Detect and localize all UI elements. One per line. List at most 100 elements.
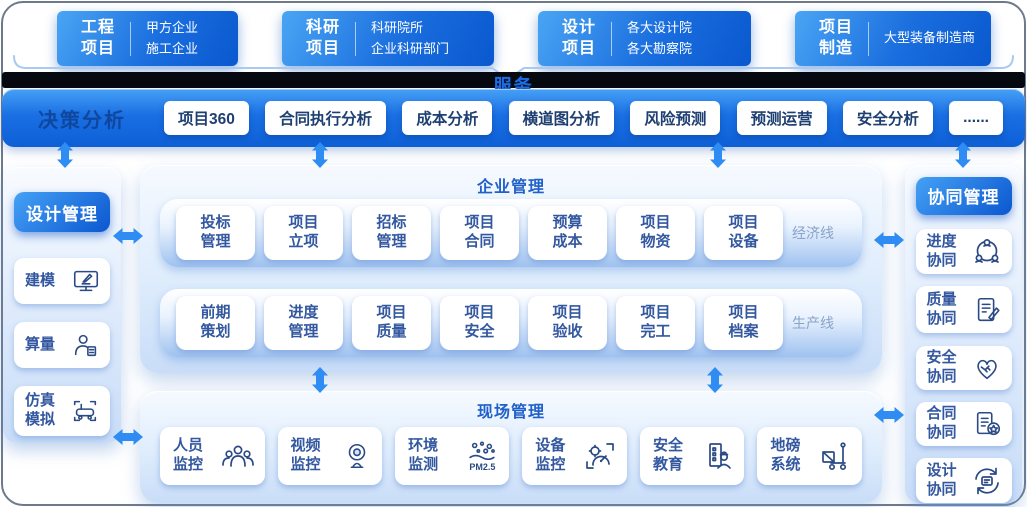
source-label: 项目制造 xyxy=(819,18,854,57)
divider xyxy=(868,21,870,56)
arrow-up-down-icon xyxy=(56,142,74,168)
arrow-up-down-icon xyxy=(311,367,329,393)
item-label: 进度协同 xyxy=(926,232,957,269)
decision-button-forecast-ops[interactable]: 预测运营 xyxy=(736,101,827,135)
decision-button-more[interactable]: ...... xyxy=(949,101,1003,135)
economic-line-row: 投标管理 项目立项 招标管理 项目合同 预算成本 项目物资 项目设备 经济线 xyxy=(160,199,862,267)
source-box-engineering[interactable]: 工程项目 甲方企业施工企业 xyxy=(57,11,238,66)
divider xyxy=(355,21,357,56)
decision-bar-title: 决策分析 xyxy=(38,109,126,132)
pm25-icon: PM2.5 xyxy=(465,440,499,472)
site-card-weighbridge[interactable]: 地磅系统 xyxy=(757,427,863,485)
source-box-manufacturing[interactable]: 项目制造 大型装备制造商 xyxy=(795,11,991,66)
module-project-initiation[interactable]: 项目立项 xyxy=(264,206,343,260)
source-box-design[interactable]: 设计项目 各大设计院各大勘察院 xyxy=(538,11,751,66)
collaboration-sidebar: 协同管理 进度协同 质量协同 安全协同 合同协同 设计协同 xyxy=(905,165,1022,503)
sidebar-item-quantity[interactable]: 算量 xyxy=(14,322,110,368)
collaboration-header[interactable]: 协同管理 xyxy=(915,177,1012,215)
module-completion[interactable]: 项目完工 xyxy=(616,296,695,350)
production-line-row: 前期策划 进度管理 项目质量 项目安全 项目验收 项目完工 项目档案 生产线 xyxy=(160,289,862,357)
module-budget-cost[interactable]: 预算成本 xyxy=(528,206,607,260)
sidebar-item-quality-collab[interactable]: 质量协同 xyxy=(915,286,1012,334)
module-archives[interactable]: 项目档案 xyxy=(704,296,783,350)
arrow-left-right-icon xyxy=(874,231,904,249)
module-quality[interactable]: 项目质量 xyxy=(352,296,431,350)
webcam-icon xyxy=(342,440,372,472)
source-label: 设计项目 xyxy=(562,18,597,57)
card-label: 人员监控 xyxy=(173,437,204,473)
arrow-left-right-icon xyxy=(113,227,143,245)
safety-education-icon xyxy=(702,440,734,472)
vr-icon xyxy=(69,396,101,426)
module-schedule[interactable]: 进度管理 xyxy=(264,296,343,350)
source-label: 工程项目 xyxy=(81,18,116,57)
monitor-pencil-icon xyxy=(71,266,101,296)
source-desc: 科研院所企业科研部门 xyxy=(371,20,450,56)
source-desc: 各大设计院各大勘察院 xyxy=(627,20,693,56)
decision-button-gantt[interactable]: 横道图分析 xyxy=(508,101,615,135)
gauge-icon xyxy=(583,440,617,472)
person-doc-icon xyxy=(71,330,101,360)
sidebar-item-contract-collab[interactable]: 合同协同 xyxy=(915,401,1012,447)
sidebar-item-schedule-collab[interactable]: 进度协同 xyxy=(915,228,1012,275)
decision-button-risk[interactable]: 风险预测 xyxy=(630,101,721,135)
module-contract[interactable]: 项目合同 xyxy=(440,206,519,260)
module-materials[interactable]: 项目物资 xyxy=(616,206,695,260)
arrow-left-right-icon xyxy=(113,428,143,446)
schedule-collab-icon xyxy=(971,236,1003,268)
module-safety[interactable]: 项目安全 xyxy=(440,296,519,350)
divider xyxy=(130,21,132,56)
people-icon xyxy=(221,440,255,472)
module-equipment[interactable]: 项目设备 xyxy=(704,206,783,260)
decision-button-contract-exec[interactable]: 合同执行分析 xyxy=(265,101,387,135)
module-acceptance[interactable]: 项目验收 xyxy=(528,296,607,350)
source-desc: 甲方企业施工企业 xyxy=(146,20,199,56)
sidebar-item-modeling[interactable]: 建模 xyxy=(14,258,110,304)
sidebar-item-safety-collab[interactable]: 安全协同 xyxy=(915,346,1012,390)
sidebar-item-simulation[interactable]: 仿真模拟 xyxy=(14,386,110,436)
arrow-up-down-icon xyxy=(709,142,727,168)
production-line-tag: 生产线 xyxy=(792,315,834,331)
arrow-up-down-icon xyxy=(954,142,972,168)
source-desc: 大型装备制造商 xyxy=(884,30,976,46)
arrow-up-down-icon xyxy=(311,142,329,168)
card-label: 视频监控 xyxy=(290,437,321,473)
contract-collab-icon xyxy=(973,408,1003,440)
card-label: 安全教育 xyxy=(652,437,683,473)
site-card-personnel-monitoring[interactable]: 人员监控 xyxy=(160,427,265,485)
source-box-research[interactable]: 科研项目 科研院所企业科研部门 xyxy=(282,11,494,66)
decision-button-cost[interactable]: 成本分析 xyxy=(402,101,493,135)
arrow-up-down-icon xyxy=(706,367,724,393)
module-bidding[interactable]: 投标管理 xyxy=(176,206,255,260)
item-label: 建模 xyxy=(25,271,56,289)
decision-buttons: 项目360 合同执行分析 成本分析 横道图分析 风险预测 预测运营 安全分析 .… xyxy=(164,101,1003,135)
sidebar-item-design-collab[interactable]: 设计协同 xyxy=(915,458,1012,503)
design-management-sidebar: 设计管理 建模 算量 仿真模拟 xyxy=(3,167,121,443)
site-title: 现场管理 xyxy=(476,404,545,421)
item-label: 算量 xyxy=(25,335,56,353)
service-band xyxy=(2,72,1025,88)
site-card-safety-education[interactable]: 安全教育 xyxy=(639,427,745,485)
site-card-equipment-monitoring[interactable]: 设备监控 xyxy=(522,427,627,485)
module-early-planning[interactable]: 前期策划 xyxy=(176,296,255,350)
card-label: 地磅系统 xyxy=(770,437,801,473)
arrow-left-right-icon xyxy=(874,406,904,424)
card-label: 环境监测 xyxy=(408,437,439,473)
weighbridge-icon xyxy=(818,439,852,473)
decision-button-safety[interactable]: 安全分析 xyxy=(842,101,933,135)
item-label: 合同协同 xyxy=(926,405,957,442)
quality-collab-icon xyxy=(973,294,1003,326)
design-management-header[interactable]: 设计管理 xyxy=(14,192,110,232)
divider xyxy=(611,21,613,56)
site-card-environment-monitoring[interactable]: 环境监测 PM2.5 xyxy=(395,427,510,485)
card-label: 设备监控 xyxy=(535,437,566,473)
enterprise-management-panel: 企业管理 投标管理 项目立项 招标管理 项目合同 预算成本 项目物资 项目设备 … xyxy=(140,165,882,373)
safety-collab-icon xyxy=(971,353,1003,383)
module-tendering[interactable]: 招标管理 xyxy=(352,206,431,260)
source-label: 科研项目 xyxy=(306,18,341,57)
site-card-video-monitoring[interactable]: 视频监控 xyxy=(277,427,383,485)
decision-button-project360[interactable]: 项目360 xyxy=(164,101,249,135)
item-label: 设计协同 xyxy=(926,461,957,498)
